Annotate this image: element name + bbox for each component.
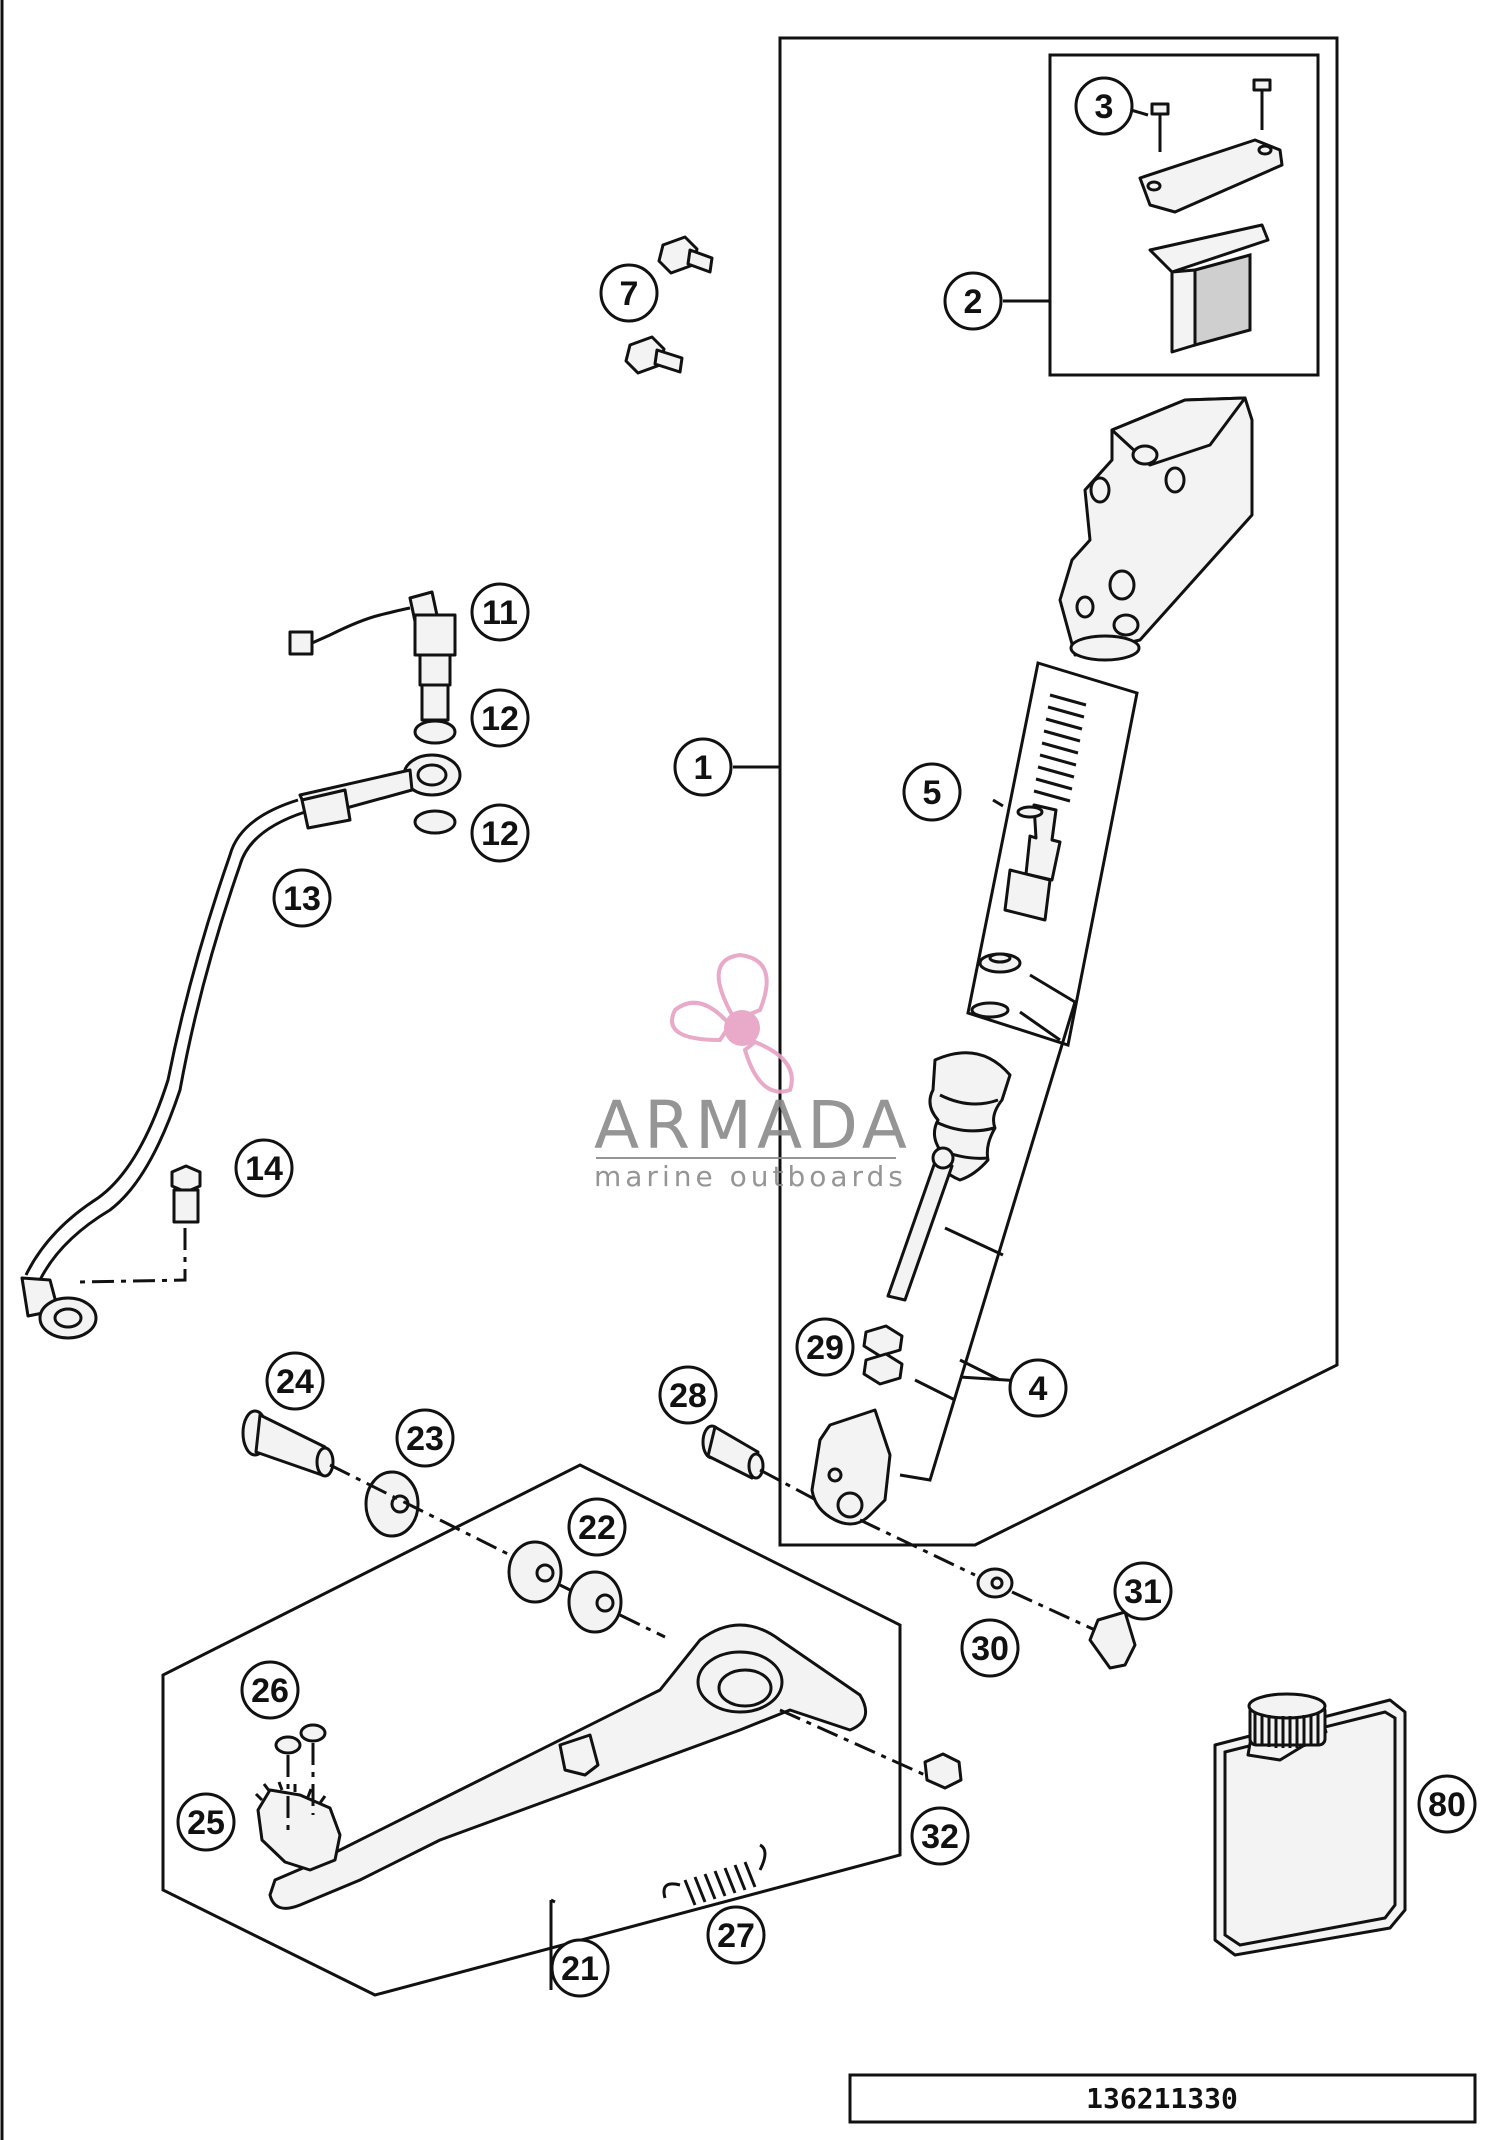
callout-32-label: 32 [921,1818,959,1856]
callout-14: 14 [234,1138,294,1198]
piston [1024,803,1062,882]
bearings-part-22 [507,1540,623,1634]
callout-12-bottom-label: 12 [481,815,519,853]
callout-25: 25 [176,1792,236,1852]
washer-part-12-bottom [413,809,457,835]
callout-14-label: 14 [245,1150,283,1188]
callout-24-label: 24 [276,1363,314,1401]
brake-line [20,753,462,1340]
screws-part-3 [1150,78,1272,152]
callout-22: 22 [567,1497,627,1557]
assembly-21-frame [161,1463,902,1997]
reservoir-diaphragm [1148,223,1270,274]
washer-part-30 [976,1567,1014,1599]
callout-13: 13 [272,868,332,928]
nuts-part-29 [862,1324,904,1386]
brake-light-switch [288,590,457,722]
propeller-icon [670,952,794,1094]
callout-30-label: 30 [971,1630,1009,1668]
callout-28: 28 [658,1365,718,1425]
clevis-pin-part-28 [701,1424,765,1480]
callout-11-label: 11 [482,594,518,632]
callout-29-label: 29 [806,1329,844,1367]
callout-3: 3 [1074,76,1134,136]
callout-25-label: 25 [187,1804,225,1842]
master-cylinder-assembly [778,36,1339,1547]
callout-31-label: 31 [1124,1573,1162,1611]
nut-part-32 [923,1752,963,1790]
callout-12-top: 12 [470,688,530,748]
banjo-bolt [79,1164,202,1284]
callout-31: 31 [1113,1561,1173,1621]
callout-26: 26 [240,1660,300,1720]
callout-23-label: 23 [406,1420,444,1458]
assembly-2-frame [1048,53,1320,377]
pedal-tip-part-25 [254,1781,342,1872]
clevis [810,1408,892,1526]
callout-7: 7 [599,263,659,323]
callout-27: 27 [706,1905,766,1965]
callout-7-label: 7 [620,275,639,313]
screws-part-26 [274,1723,327,1830]
callout-3-label: 3 [1095,88,1114,126]
callout-2-label: 2 [964,283,983,321]
callout-5: 5 [902,762,962,822]
callout-4: 4 [1008,1358,1068,1418]
washer-part-12-top [413,719,457,745]
callout-22-label: 22 [578,1509,616,1547]
callout-23: 23 [395,1408,455,1468]
bolts-part-7 [624,235,714,375]
reference-number-box: 136211330 [848,2073,1477,2124]
callout-12-bottom: 12 [470,803,530,863]
callouts: 1 2 3 4 5 7 11 12 12 13 14 21 22 23 24 2… [176,76,1477,1998]
callout-28-label: 28 [669,1377,707,1415]
callout-1-label: 1 [694,749,713,787]
callout-13-label: 13 [283,880,321,918]
callout-12-top-label: 12 [481,700,519,738]
logo-brand-text: ARMADA [594,1087,912,1164]
pivot-bolt-part-24 [241,1409,335,1478]
assembly-1-frame [778,36,1339,1547]
reference-number: 136211330 [1086,2082,1238,2115]
callout-30: 30 [960,1618,1020,1678]
callout-27-label: 27 [717,1917,755,1955]
brake-fluid-bottle [1213,1692,1407,1957]
brake-pedal [268,1623,868,1910]
reservoir-cover [1138,138,1284,214]
callout-80-label: 80 [1428,1786,1466,1824]
assembly-axis-lines [329,1463,1096,1777]
logo-tagline-text: marine outboards [594,1160,907,1193]
callout-29: 29 [795,1317,855,1377]
callout-26-label: 26 [251,1672,289,1710]
spring [1033,693,1087,803]
callout-80: 80 [1417,1774,1477,1834]
armada-logo: ARMADA marine outboards [594,952,912,1193]
callout-5-label: 5 [923,774,942,812]
callout-21-label: 21 [561,1950,599,1988]
callout-4-label: 4 [1029,1370,1048,1408]
repair-kit-5-frame [966,661,1139,1047]
clip-part-31 [1088,1610,1137,1670]
callout-21: 21 [550,1938,610,1998]
return-spring-part-27 [662,1843,767,1906]
callout-11: 11 [470,582,530,642]
callout-2: 2 [943,271,1003,331]
callout-1: 1 [673,737,733,797]
callout-24: 24 [265,1351,325,1411]
callout-32: 32 [910,1806,970,1866]
